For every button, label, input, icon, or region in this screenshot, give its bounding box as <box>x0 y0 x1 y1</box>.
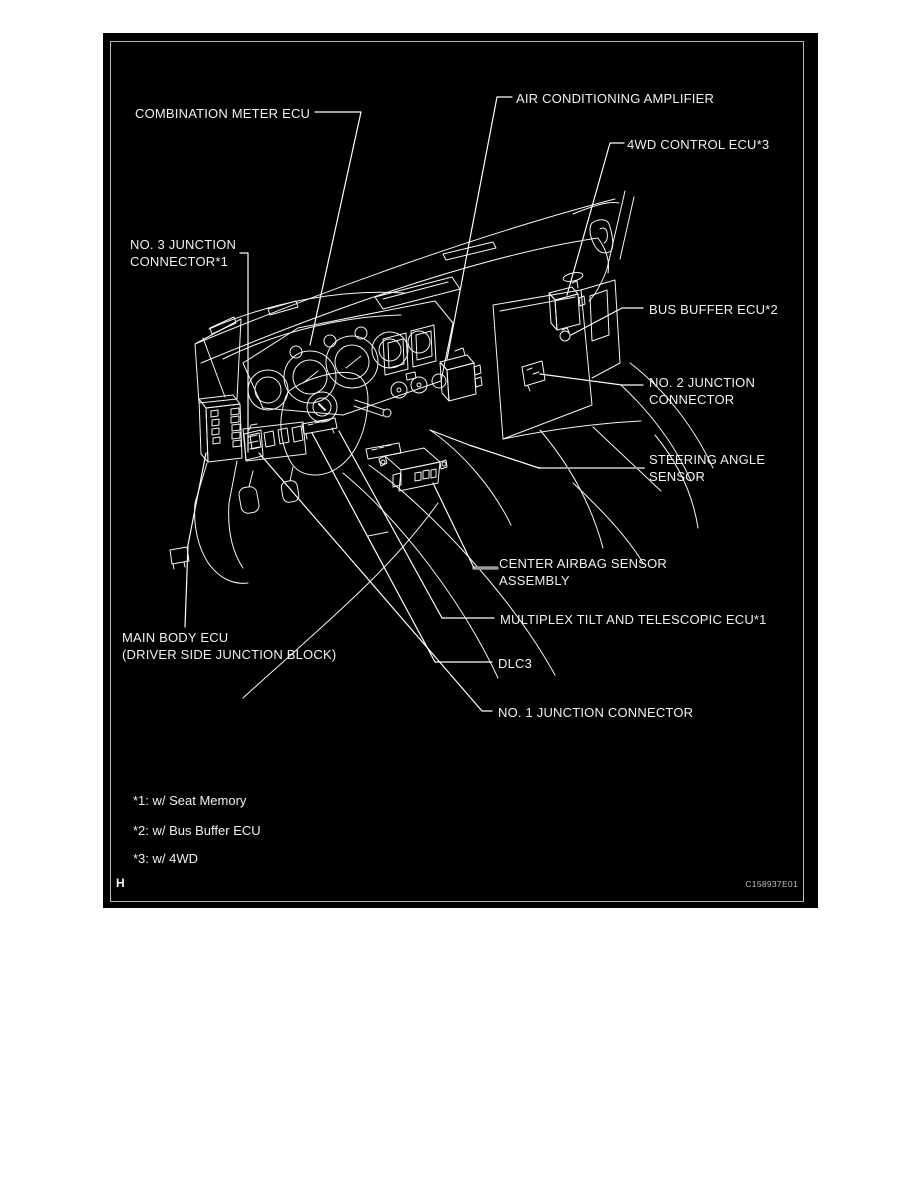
instrument-cluster <box>208 291 454 416</box>
label-multiplex-ecu: MULTIPLEX TILT AND TELESCOPIC ECU*1 <box>500 612 767 627</box>
fourwd-ecu-box <box>548 280 586 331</box>
center-stack <box>382 324 483 402</box>
leader-air-conditioning-amplifier <box>446 96 513 360</box>
leader-center-airbag <box>432 482 475 569</box>
footnote-1: *1: w/ Seat Memory <box>133 793 247 808</box>
label-combination-meter-ecu: COMBINATION METER ECU <box>135 106 311 121</box>
label-no3-line2: CONNECTOR*1 <box>130 254 229 269</box>
dashboard-line-art <box>169 96 714 712</box>
leader-no1-junction <box>258 452 493 712</box>
leader-bus-buffer-ecu <box>570 307 644 336</box>
label-center-airbag-sensor: CENTER AIRBAG SENSOR ASSEMBLY <box>499 555 667 589</box>
dlc3-bracket <box>301 417 338 435</box>
label-steering-line1: STEERING ANGLE <box>649 452 766 467</box>
accelerator-pedal <box>280 480 300 503</box>
label-airbag-line2: ASSEMBLY <box>499 573 570 588</box>
label-no2-line1: NO. 2 JUNCTION <box>649 375 756 390</box>
component-location-diagram: COMBINATION METER ECU AIR CONDITIONING A… <box>103 33 818 908</box>
leader-multiplex-ecu <box>338 430 495 619</box>
label-airbag-line1: CENTER AIRBAG SENSOR <box>499 556 667 571</box>
leader-no2-junction <box>539 373 644 386</box>
page-marker: H <box>116 876 125 890</box>
label-no3-line1: NO. 3 JUNCTION <box>130 237 237 252</box>
label-fourwd-control-ecu: 4WD CONTROL ECU*3 <box>627 137 770 152</box>
airbag-sensor-box <box>378 447 448 492</box>
label-bus-buffer-ecu: BUS BUFFER ECU*2 <box>649 302 778 317</box>
leader-lines <box>184 96 645 712</box>
main-body-ecu-box <box>198 394 243 463</box>
label-main-body-line1: MAIN BODY ECU <box>122 630 229 645</box>
footnote-2: *2: w/ Bus Buffer ECU <box>133 823 261 838</box>
label-no1-junction-connector: NO. 1 JUNCTION CONNECTOR <box>498 705 694 720</box>
leader-combination-meter-ecu <box>309 111 362 346</box>
left-units <box>169 394 307 584</box>
label-main-body-line2: (DRIVER SIDE JUNCTION BLOCK) <box>122 647 337 662</box>
leader-fourwd-control-ecu <box>566 142 625 296</box>
leader-no3-junction <box>239 252 249 453</box>
brake-pedal <box>238 486 260 514</box>
label-no2-junction-connector: NO. 2 JUNCTION CONNECTOR <box>649 374 755 408</box>
leader-steering-angle <box>429 429 540 469</box>
no2-junction-box <box>521 360 546 392</box>
label-steering-angle-sensor: STEERING ANGLE SENSOR <box>649 451 765 485</box>
bus-buffer-grommet <box>559 327 571 342</box>
label-steering-line2: SENSOR <box>649 469 706 484</box>
label-main-body-ecu: MAIN BODY ECU (DRIVER SIDE JUNCTION BLOC… <box>122 629 336 663</box>
leader-main-body-ecu <box>184 452 207 628</box>
ac-amplifier-box <box>439 347 483 402</box>
windshield-cowl-lines <box>194 190 714 529</box>
figure-code: C158937E01 <box>745 879 798 889</box>
label-air-conditioning-amplifier: AIR CONDITIONING AMPLIFIER <box>516 91 715 106</box>
label-dlc3: DLC3 <box>498 656 533 671</box>
label-no3-junction-connector: NO. 3 JUNCTION CONNECTOR*1 <box>130 236 236 270</box>
label-no2-line2: CONNECTOR <box>649 392 735 407</box>
footnote-3: *3: w/ 4WD <box>133 851 199 866</box>
right-dash <box>492 272 642 440</box>
leader-dlc3 <box>311 432 493 663</box>
